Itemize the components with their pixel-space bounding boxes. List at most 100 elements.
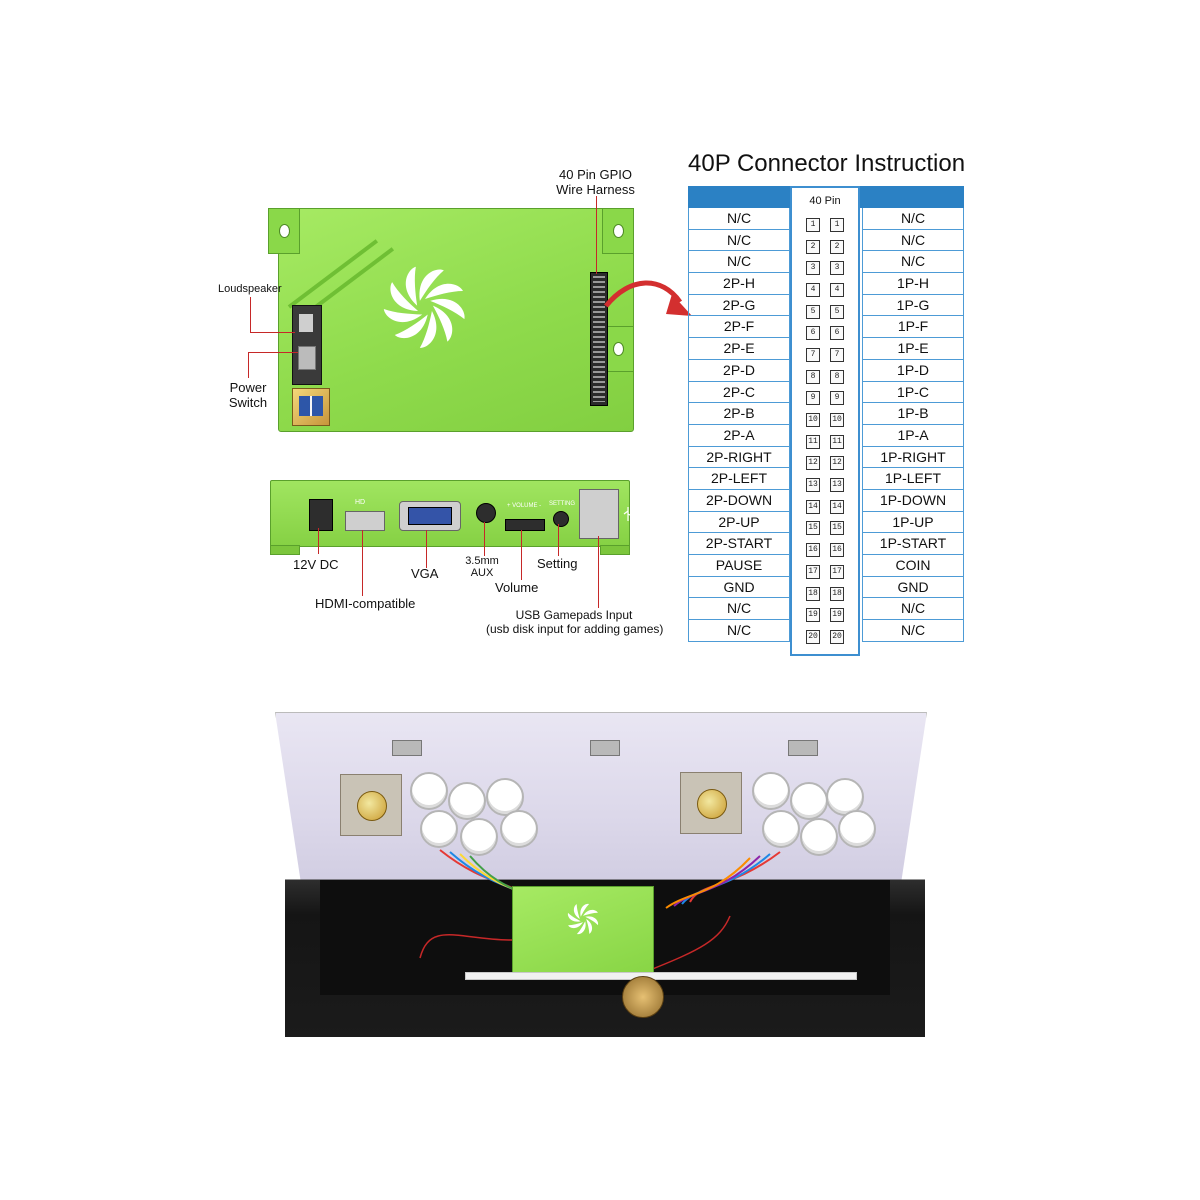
pin-number: 15 — [830, 521, 844, 536]
pin-right-16: 1P-START — [862, 533, 964, 555]
joystick-ball — [357, 791, 387, 821]
pin-right-19: N/C — [862, 598, 964, 621]
leader-line — [318, 528, 319, 554]
pin-left-13: 2P-LEFT — [688, 468, 790, 490]
pin-number: 14 — [830, 499, 844, 514]
pin-header: 40 Pin — [809, 195, 841, 207]
pin-number: 14 — [806, 499, 820, 514]
hdmi-silk: HD — [355, 499, 366, 506]
pin-right-10: 1P-B — [862, 403, 964, 425]
pin-left-14: 2P-DOWN — [688, 489, 790, 512]
leader-line — [596, 196, 597, 274]
pin-left-17: PAUSE — [688, 555, 790, 577]
power-switch-port — [292, 305, 322, 385]
leader-line — [248, 352, 249, 378]
pin-left-4: 2P-H — [688, 273, 790, 295]
pin-number: 1 — [806, 217, 820, 232]
arrow-icon — [604, 280, 692, 316]
pin-right-11: 1P-A — [862, 424, 964, 447]
vga-port-inner — [408, 507, 452, 525]
pin-right-12: 1P-RIGHT — [862, 446, 964, 469]
pin-number: 3 — [830, 261, 844, 276]
pin-left-6: 2P-F — [688, 316, 790, 339]
pin-column-right: N/C N/C N/C 1P-H 1P-G 1P-F 1P-E 1P-D 1P-… — [862, 208, 964, 642]
leader-line — [598, 536, 599, 608]
joystick-ball — [697, 789, 727, 819]
pin-right-14: 1P-DOWN — [862, 489, 964, 512]
pin-number: 12 — [806, 456, 820, 471]
mounting-tab — [268, 208, 300, 254]
pin-left-1: N/C — [688, 208, 790, 230]
pin-number: 11 — [806, 434, 820, 449]
brand-logo — [292, 388, 330, 426]
pin-right-3: N/C — [862, 251, 964, 274]
pin-number: 5 — [830, 304, 844, 319]
hdmi-label: HDMI-compatible — [315, 596, 416, 611]
dc-jack — [309, 499, 333, 531]
arcade-button — [800, 818, 838, 856]
arcade-button — [752, 772, 790, 810]
usb-icon — [623, 507, 633, 521]
pin-left-5: 2P-G — [688, 294, 790, 317]
pin-left-7: 2P-E — [688, 338, 790, 360]
mounting-tab — [602, 208, 634, 254]
pin-right-6: 1P-F — [862, 316, 964, 339]
loudspeaker-jack — [299, 314, 313, 332]
table-title: 40P Connector Instruction — [688, 150, 966, 177]
pin-left-3: N/C — [688, 251, 790, 274]
pin-number: 16 — [830, 543, 844, 558]
game-board-installed — [512, 886, 654, 974]
pin-number: 4 — [806, 282, 820, 297]
setting-button — [553, 511, 569, 527]
pin-left-9: 2P-C — [688, 381, 790, 404]
mounting-foot — [270, 545, 300, 555]
leader-line — [484, 522, 485, 556]
pin-number: 6 — [806, 326, 820, 341]
pin-number: 10 — [806, 413, 820, 428]
panel-hinge — [788, 740, 818, 756]
pin-right-4: 1P-H — [862, 273, 964, 295]
pin-left-15: 2P-UP — [688, 511, 790, 534]
aux-jack — [476, 503, 496, 523]
pin-right-5: 1P-G — [862, 294, 964, 317]
joystick-player-2 — [680, 772, 742, 834]
pin-right-7: 1P-E — [862, 338, 964, 360]
panel-hinge — [392, 740, 422, 756]
pin-number: 12 — [830, 456, 844, 471]
pin-number: 18 — [806, 586, 820, 601]
pin-left-2: N/C — [688, 229, 790, 252]
game-board-top-view — [278, 208, 634, 432]
pin-left-18: GND — [688, 576, 790, 599]
arcade-button — [420, 810, 458, 848]
pin-number: 1 — [830, 217, 844, 232]
pin-right-15: 1P-UP — [862, 511, 964, 534]
leader-line — [362, 530, 363, 596]
pin-number: 10 — [830, 413, 844, 428]
pin-number: 8 — [830, 369, 844, 384]
pin-number: 13 — [830, 478, 844, 493]
leader-line — [426, 530, 427, 568]
pin-number: 6 — [830, 326, 844, 341]
arcade-button — [790, 782, 828, 820]
volume-silk: + VOLUME - — [507, 503, 542, 509]
leader-line — [250, 297, 251, 332]
pin-left-16: 2P-START — [688, 533, 790, 555]
pin-number: 9 — [830, 391, 844, 406]
board-stripe — [287, 239, 379, 309]
usb-label: USB Gamepads Input(usb disk input for ad… — [486, 608, 664, 636]
leader-line — [250, 332, 295, 333]
pin-right-2: N/C — [862, 229, 964, 252]
pin-right-1: N/C — [862, 208, 964, 230]
